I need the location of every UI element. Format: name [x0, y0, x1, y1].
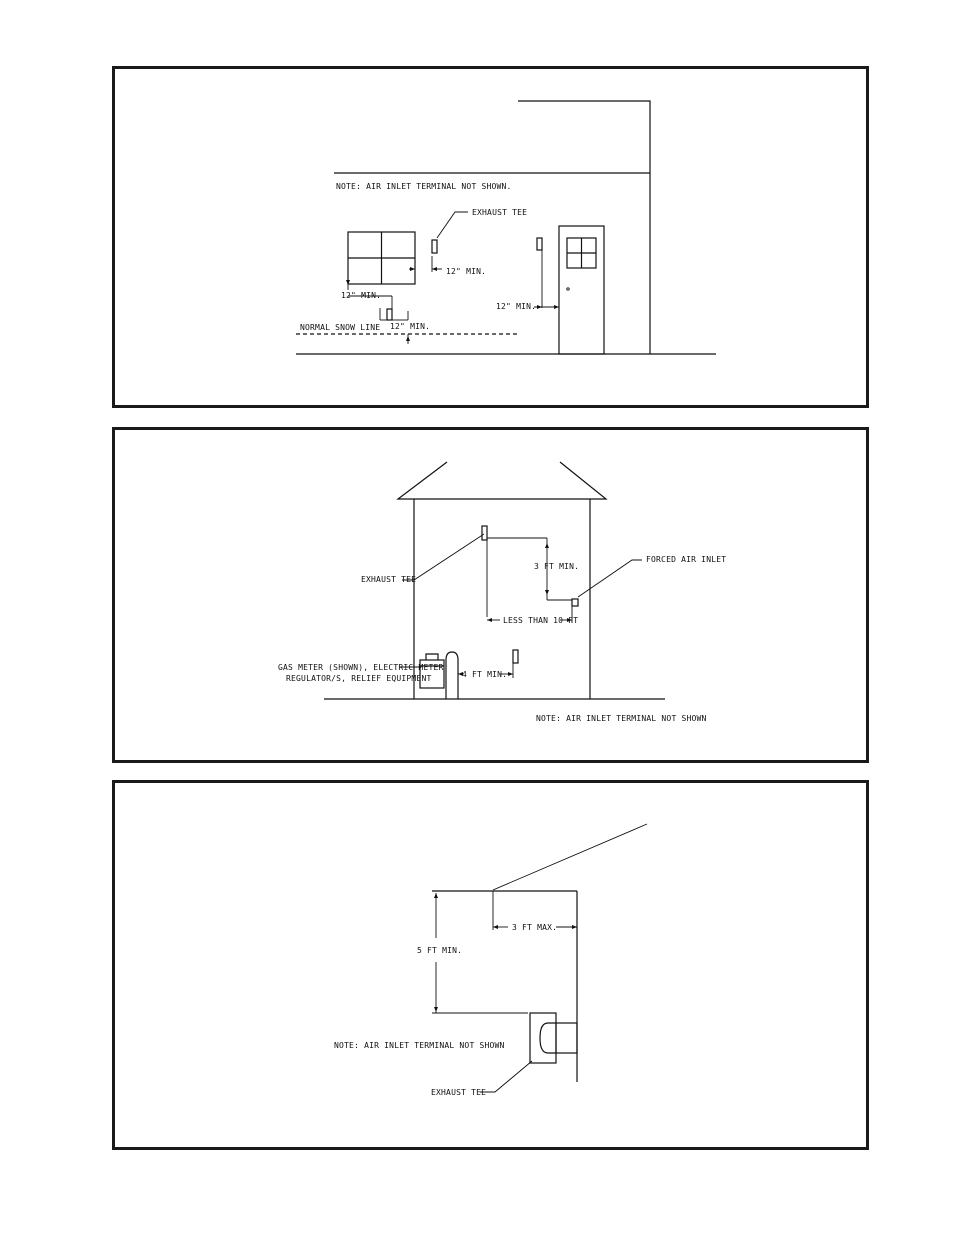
panel-overhang-clearance — [112, 780, 869, 1150]
window — [347, 231, 416, 285]
forced-air-inlet-icon — [571, 598, 579, 607]
exhaust-tee-label: EXHAUST TEE — [361, 575, 416, 584]
panel2-drawing: 3 FT MIN. FORCED AIR INLET LESS THAN 10 … — [278, 461, 726, 723]
exhaust-tee-icon — [529, 1012, 578, 1064]
door-knob — [566, 287, 570, 291]
exhaust-tee-icon — [481, 525, 488, 541]
door — [558, 225, 605, 355]
panel3-drawing: 5 FT MIN. 3 FT MAX. EXHAUST TEE NOTE: AI… — [334, 823, 648, 1097]
exhaust-tee-label: EXHAUST TEE — [431, 1088, 486, 1097]
snow-line-label: NORMAL SNOW LINE — [300, 323, 380, 332]
exhaust-tee-label: EXHAUST TEE — [472, 208, 527, 217]
dim-label-5ft: 5 FT MIN. — [417, 946, 462, 955]
exhaust-tee-icon — [386, 308, 393, 321]
note-text: NOTE: AIR INLET TERMINAL NOT SHOWN. — [336, 182, 512, 191]
panel1-drawing: EXHAUST TEE 12" MIN. 12" MIN. 12" MIN. N… — [296, 100, 716, 355]
dim-label-above-snow: 12" MIN. — [390, 322, 430, 331]
meter-label-line1: GAS METER (SHOWN), ELECTRIC METER — [278, 663, 444, 672]
upper-wall-outline — [518, 100, 651, 354]
exhaust-tee-icon — [512, 649, 519, 664]
forced-air-inlet-label: FORCED AIR INLET — [646, 555, 726, 564]
meter-label-line2: REGULATOR/S, RELIEF EQUIPMENT — [286, 674, 431, 683]
note-text: NOTE: AIR INLET TERMINAL NOT SHOWN — [536, 714, 707, 723]
exhaust-tee-icon — [431, 239, 438, 254]
dim-label-3ft: 3 FT MIN. — [534, 562, 579, 571]
panel-snow-line-clearance — [112, 66, 869, 408]
note-text: NOTE: AIR INLET TERMINAL NOT SHOWN — [334, 1041, 505, 1050]
exhaust-tee-icon — [536, 237, 543, 251]
dim-label-less-10ft: LESS THAN 10 FT — [503, 616, 578, 625]
roof-outline — [396, 461, 608, 500]
overhang-slope — [492, 823, 648, 891]
panel-meter-clearance — [112, 427, 869, 763]
dim-label-3ft-max: 3 FT MAX. — [512, 923, 557, 932]
gas-meter-icon — [419, 651, 459, 699]
dim-label-beside-door: 12" MIN. — [496, 302, 536, 311]
dim-label-beside-window: 12" MIN. — [446, 267, 486, 276]
dim-label-4ft: 4 FT MIN. — [462, 670, 507, 679]
dim-label-below-window: 12" MIN. — [341, 291, 381, 300]
